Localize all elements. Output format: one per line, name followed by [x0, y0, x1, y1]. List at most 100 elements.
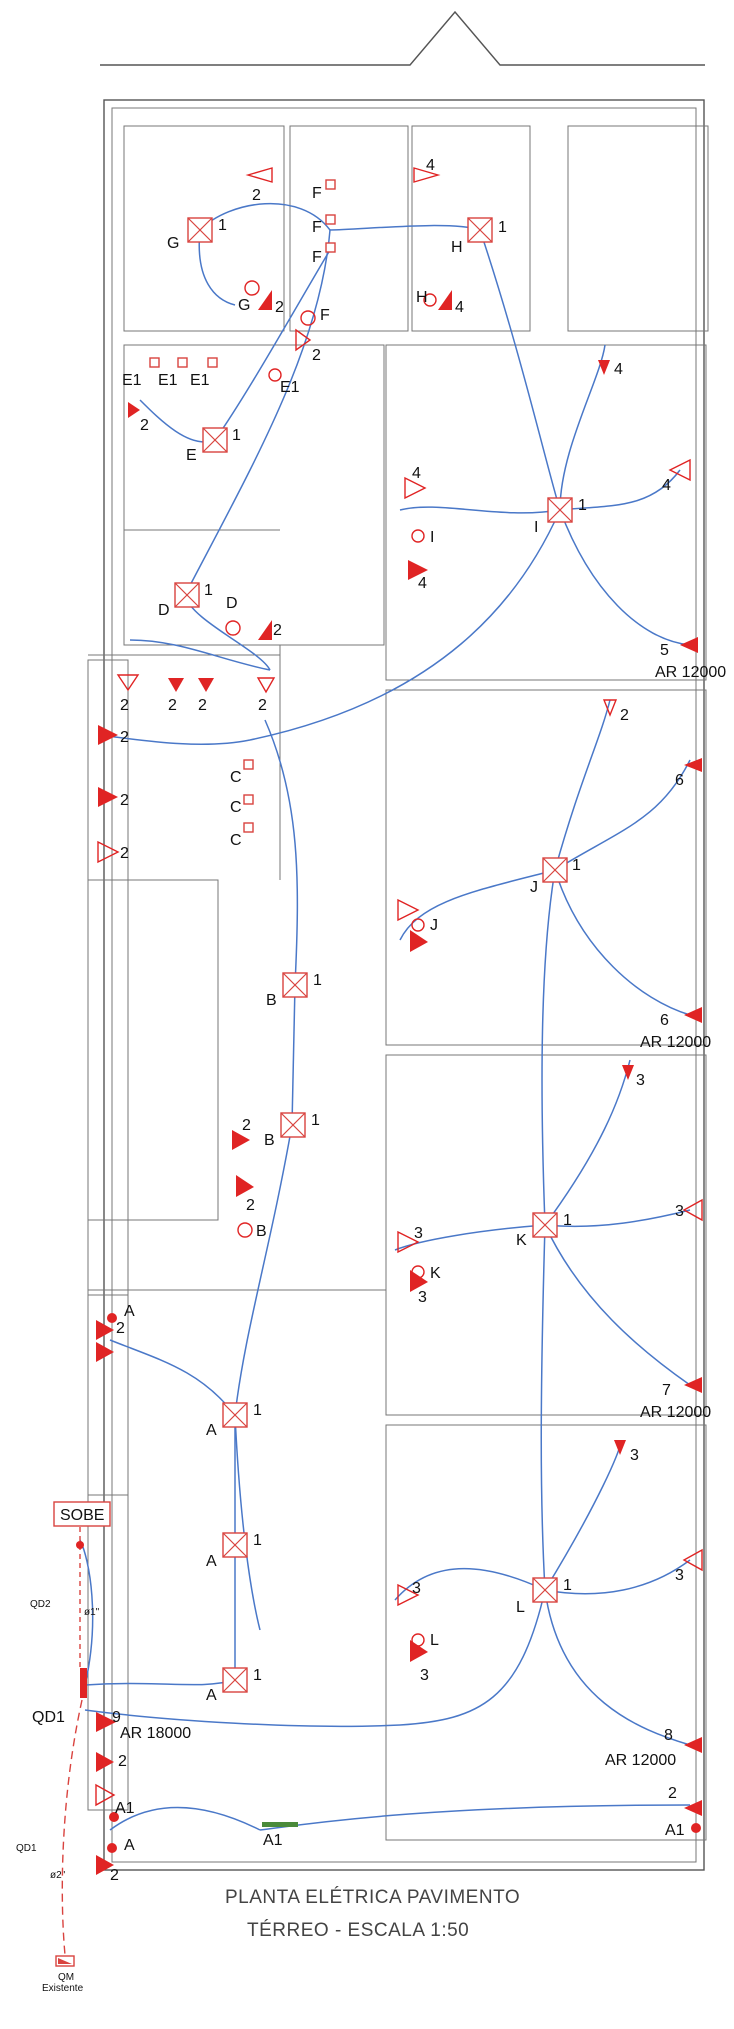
light-circuit-label: L	[516, 1599, 525, 1616]
outlet-number: 2	[258, 697, 267, 714]
switches: F F F E1 E1 E1 E1 G H F C C C A1 A1 A1 A…	[107, 179, 701, 1854]
outlet-number: 2	[246, 1197, 255, 1214]
outlet-number: 2	[198, 697, 207, 714]
outlet-number: 2	[116, 1320, 125, 1337]
outlet-number: 3	[675, 1203, 684, 1220]
switch-label: D	[226, 595, 238, 612]
light-number: 1	[563, 1577, 572, 1594]
light-number: 1	[253, 1402, 262, 1419]
outlet-number: 4	[412, 465, 421, 482]
light-circuit-label: B	[266, 992, 277, 1009]
sobe-label: SOBE	[60, 1507, 104, 1524]
outlet-number: 4	[662, 477, 671, 494]
light-number: 1	[232, 427, 241, 444]
switch-label: A1	[115, 1800, 135, 1817]
switch-label: F	[312, 185, 322, 202]
ac-unit-label: AR 12000	[655, 664, 726, 681]
light-number: 1	[572, 857, 581, 874]
light-fixtures: G 1 H 1 E 1 D 1 I 1	[158, 217, 587, 1704]
switch-label: A1	[665, 1822, 685, 1839]
outlet-number: 2	[620, 707, 629, 724]
outlet-number: 2	[312, 347, 321, 364]
outlet-number: 2	[120, 792, 129, 809]
light-number: 1	[253, 1667, 262, 1684]
qd1-small-label: QD1	[16, 1843, 37, 1854]
outlet-number: 3	[675, 1567, 684, 1584]
switch-label: E1	[122, 372, 142, 389]
light-D: D 1	[158, 582, 213, 619]
panels: SOBE QD1 QD2 ø1" QD1 ø2" QM Existente	[16, 1501, 111, 1994]
light-circuit-label: I	[534, 519, 538, 536]
light-circuit-label: K	[516, 1232, 527, 1249]
outlet-number: 2	[242, 1117, 251, 1134]
switch-label: B	[256, 1223, 267, 1240]
outlet-number: 2	[275, 299, 284, 316]
light-number: 1	[204, 582, 213, 599]
outlet-number: 6	[675, 772, 684, 789]
light-G: G 1	[167, 217, 227, 252]
light-L: L 1	[516, 1577, 572, 1616]
qd1-label: QD1	[32, 1709, 65, 1726]
switch-label: A	[124, 1303, 135, 1320]
switch-label: J	[430, 917, 438, 934]
light-number: 1	[578, 497, 587, 514]
qd2-label: QD2	[30, 1599, 51, 1610]
outlet-number: 8	[664, 1727, 673, 1744]
outlet-number: 5	[660, 642, 669, 659]
light-circuit-label: A	[206, 1553, 217, 1570]
light-J: J 1	[530, 857, 581, 896]
outlet-number: 6	[660, 1012, 669, 1029]
light-number: 1	[498, 219, 507, 236]
sobe-box	[53, 1501, 111, 1527]
wiring	[79, 202, 691, 1831]
switch-label: A	[124, 1837, 135, 1854]
outlet-number: 3	[420, 1667, 429, 1684]
switch-label: H	[416, 289, 428, 306]
light-H: H 1	[451, 217, 507, 256]
ac-unit-label: AR 12000	[640, 1404, 711, 1421]
light-circuit-label: G	[167, 235, 179, 252]
outlet-number: 3	[412, 1580, 421, 1597]
phi2-label: ø2"	[50, 1870, 66, 1881]
switch-label: E1	[190, 372, 210, 389]
outlet-number: 4	[426, 157, 435, 174]
drawing-title-line1: PLANTA ELÉTRICA PAVIMENTO	[225, 1887, 520, 1908]
outlet-number: 2	[120, 729, 129, 746]
switch-label: F	[312, 249, 322, 266]
light-number: 1	[218, 217, 227, 234]
light-I: I 1	[534, 497, 587, 536]
outlet-number: 3	[630, 1447, 639, 1464]
light-B1: B 1	[266, 972, 322, 1009]
outlet-number: 2	[168, 697, 177, 714]
outlet-number: 4	[418, 575, 427, 592]
outlet-number: 2	[668, 1785, 677, 1802]
light-circuit-label: H	[451, 239, 463, 256]
light-circuit-label: B	[264, 1132, 275, 1149]
light-A1: A 1	[206, 1402, 262, 1439]
light-number: 1	[253, 1532, 262, 1549]
light-E: E 1	[186, 427, 241, 464]
switch-label: C	[230, 832, 242, 849]
light-K: K 1	[516, 1212, 572, 1249]
outlet-number: 2	[110, 1867, 119, 1884]
light-B2: B 1	[264, 1112, 320, 1149]
light-A3: A 1	[206, 1667, 262, 1704]
light-number: 1	[563, 1212, 572, 1229]
light-circuit-label: A	[206, 1687, 217, 1704]
switch-label: K	[430, 1265, 441, 1282]
switch-label: F	[320, 307, 330, 324]
outlet-number: 3	[414, 1225, 423, 1242]
switch-label: I	[430, 529, 434, 546]
drawing-title-line2: TÉRREO - ESCALA 1:50	[247, 1920, 469, 1941]
outlet-number: 2	[252, 187, 261, 204]
switch-label: E1	[158, 372, 178, 389]
light-circuit-label: J	[530, 879, 538, 896]
outlet-number: 2	[118, 1753, 127, 1770]
light-circuit-label: D	[158, 602, 170, 619]
light-number: 1	[313, 972, 322, 989]
ac-unit-label: AR 18000	[120, 1725, 191, 1742]
outlet-number: 4	[614, 361, 623, 378]
switch-label: C	[230, 799, 242, 816]
ac-unit-label: AR 12000	[640, 1034, 711, 1051]
